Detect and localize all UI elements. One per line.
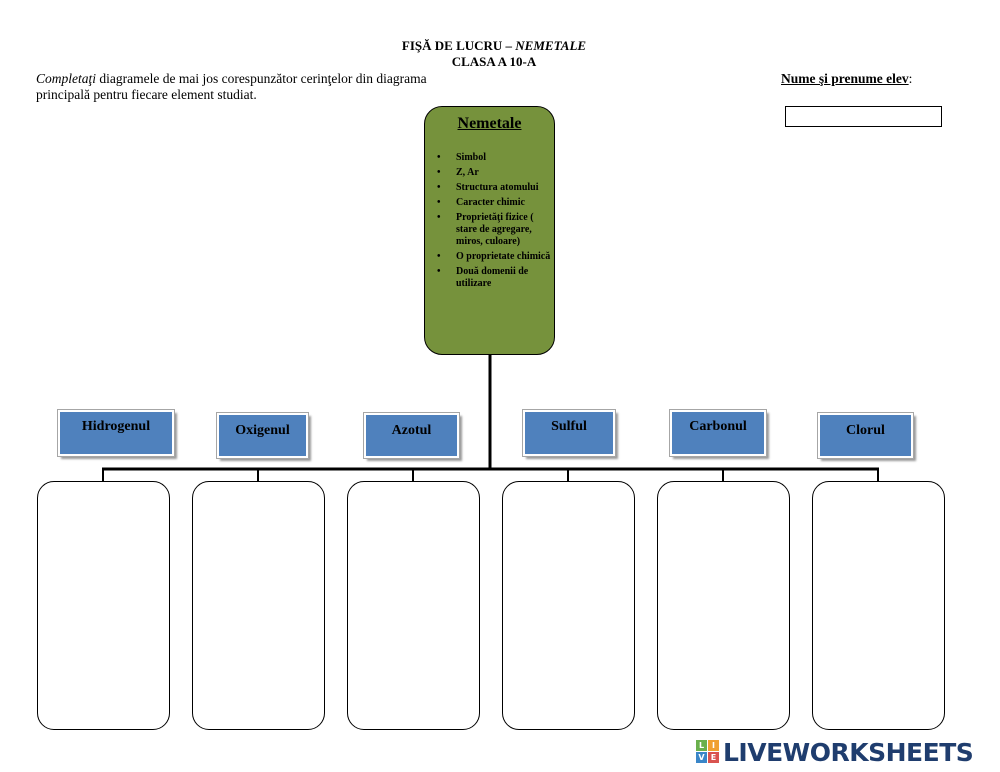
main-diagram-list: Simbol Z, Ar Structura atomului Caracter… xyxy=(433,152,551,293)
worksheet-subtitle: CLASA A 10-A xyxy=(451,54,537,69)
instructions-text: diagramele de mai jos corespunzător ceri… xyxy=(36,71,427,102)
main-diagram-item: Caracter chimic xyxy=(433,197,551,209)
main-diagram-item: Două domenii de utilizare xyxy=(433,266,551,290)
worksheet-title: FIŞĂ DE LUCRU – NEMETALE xyxy=(0,38,988,54)
element-label-oxigenul: Oxigenul xyxy=(217,413,308,458)
answer-card-carbonul[interactable] xyxy=(657,481,790,730)
element-label-sulful: Sulful xyxy=(523,410,615,456)
element-label-text: Hidrogenul xyxy=(81,419,151,434)
main-diagram-box: Nemetale Simbol Z, Ar Structura atomului… xyxy=(424,106,555,355)
answer-card-sulful[interactable] xyxy=(502,481,635,730)
logo-letter: L xyxy=(696,740,707,751)
worksheet-title-italic: NEMETALE xyxy=(515,38,587,53)
main-diagram-item: O proprietate chimică xyxy=(433,251,551,263)
student-name-label-text: Nume şi prenume elev xyxy=(781,71,909,86)
element-label-text: Azotul xyxy=(391,423,432,438)
main-diagram-title: Nemetale xyxy=(457,115,522,132)
element-label-azotul: Azotul xyxy=(364,413,459,458)
instructions: Completaţi diagramele de mai jos corespu… xyxy=(36,71,456,103)
main-diagram-item: Proprietăţi fizice ( stare de agregare, … xyxy=(433,212,551,248)
element-label-text: Oxigenul xyxy=(235,423,290,438)
element-label-text: Clorul xyxy=(846,423,885,438)
answer-card-oxigenul[interactable] xyxy=(192,481,325,730)
element-label-carbonul: Carbonul xyxy=(670,410,766,456)
student-name-label: Nume şi prenume elev: xyxy=(781,71,912,87)
student-name-field[interactable] xyxy=(785,106,942,127)
logo-letter: V xyxy=(696,752,707,763)
worksheet-title-plain: FIŞĂ DE LUCRU – xyxy=(401,38,516,53)
main-diagram-item: Simbol xyxy=(433,152,551,164)
element-label-hidrogenul: Hidrogenul xyxy=(58,410,174,456)
answer-card-clorul[interactable] xyxy=(812,481,945,730)
logo-letter: I xyxy=(708,740,719,751)
instructions-italic: Completaţi xyxy=(36,71,96,86)
liveworksheets-logo: L I V E LIVEWORKSHEETS xyxy=(696,737,974,767)
answer-card-hidrogenul[interactable] xyxy=(37,481,170,730)
liveworksheets-wordmark: LIVEWORKSHEETS xyxy=(723,737,974,767)
main-diagram-item: Z, Ar xyxy=(433,167,551,179)
student-name-colon: : xyxy=(908,71,913,86)
main-diagram-item: Structura atomului xyxy=(433,182,551,194)
element-label-clorul: Clorul xyxy=(818,413,913,458)
answer-card-azotul[interactable] xyxy=(347,481,480,730)
element-label-text: Sulful xyxy=(551,419,587,434)
liveworksheets-logo-icon: L I V E xyxy=(696,740,720,764)
logo-letter: E xyxy=(708,752,719,763)
element-label-text: Carbonul xyxy=(689,419,747,434)
